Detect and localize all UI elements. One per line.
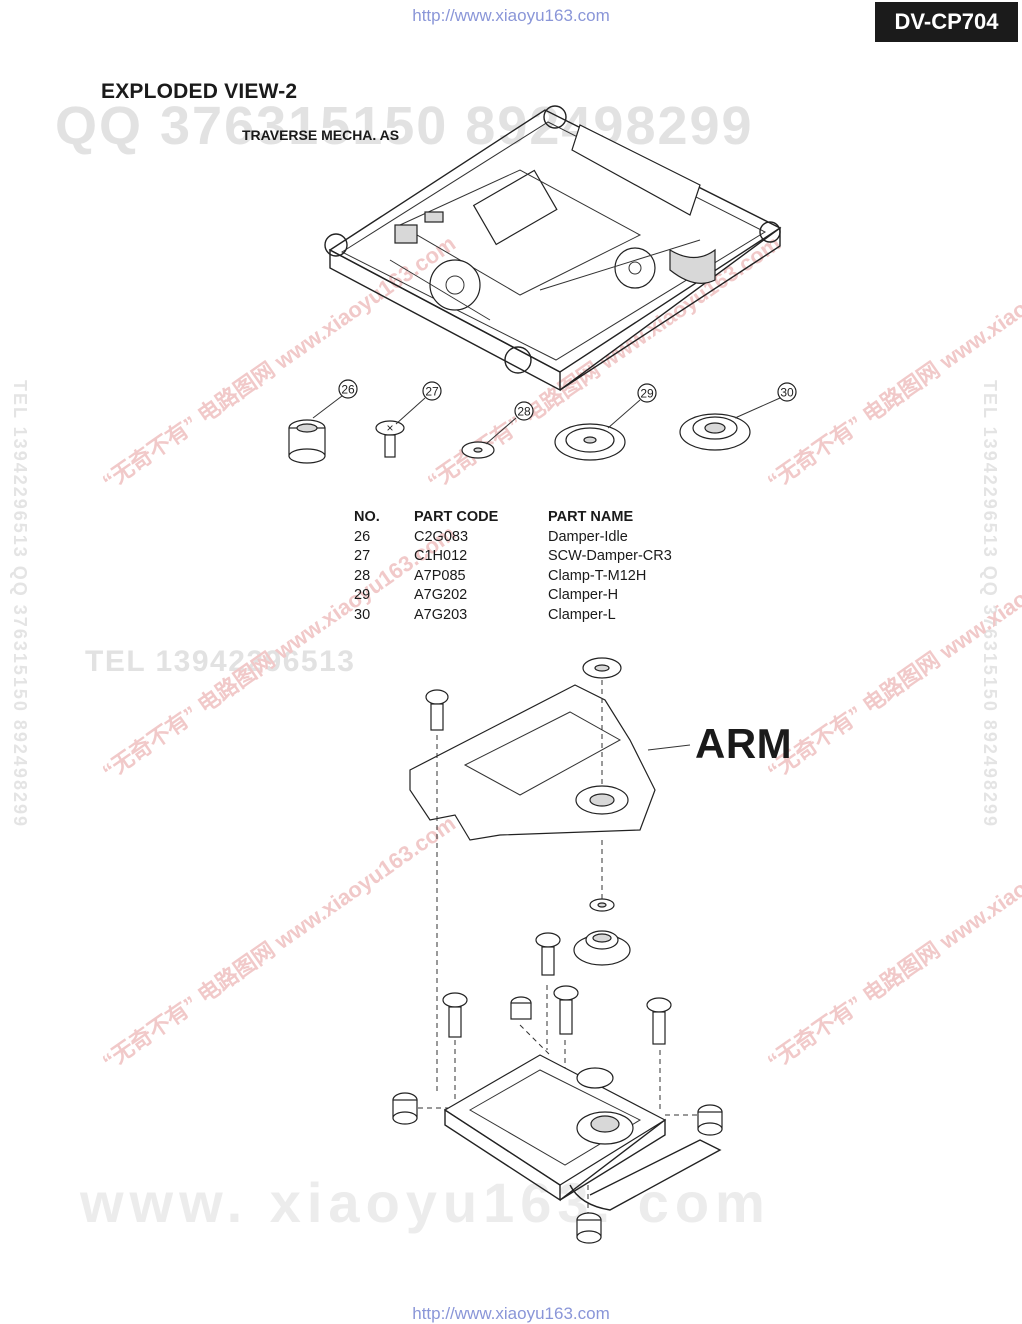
cell-part-code: C1H012 — [414, 548, 468, 565]
table-row: 26 C2G083 Damper-Idle — [354, 527, 718, 547]
pickup-screw — [535, 932, 561, 976]
pickup-screw — [553, 985, 579, 1035]
damper-screw-part: × 27 — [375, 381, 442, 458]
col-no: NO. — [354, 509, 380, 525]
cell-no: 26 — [354, 528, 371, 545]
table-row: 30 A7G203 Clamper-L — [354, 605, 718, 625]
damper-rubber-right — [697, 1104, 723, 1136]
arm-bushing — [573, 930, 631, 966]
arm-plate-illustration — [409, 657, 691, 841]
table-header-row: NO. PART CODE PART NAME — [354, 507, 718, 527]
footer-url[interactable]: http://www.xiaoyu163.com — [412, 1304, 610, 1323]
callout-30: 30 — [780, 386, 794, 400]
damper-idle-part: 26 — [288, 379, 358, 464]
arm-washer — [589, 898, 615, 912]
damper-rubber-left — [392, 1092, 418, 1125]
col-part-name: PART NAME — [548, 509, 634, 525]
clamp-t-part: 28 — [461, 401, 534, 459]
optical-pickup-illustration — [443, 1054, 722, 1211]
callout-28: 28 — [517, 405, 531, 419]
table-row: 28 A7P085 Clamp-T-M12H — [354, 566, 718, 586]
cell-part-code: A7G202 — [414, 587, 468, 604]
assembly-subtitle: TRAVERSE MECHA. AS — [242, 127, 400, 143]
model-badge: DV-CP704 — [875, 2, 1018, 42]
parts-table: NO. PART CODE PART NAME 26 C2G083 Damper… — [354, 507, 718, 625]
cell-part-code: A7G203 — [414, 606, 468, 623]
clamper-l-part: 30 — [679, 382, 797, 451]
callout-27: 27 — [425, 385, 439, 399]
traverse-mechanism-illustration — [324, 105, 782, 392]
header-url[interactable]: http://www.xiaoyu163.com — [412, 6, 610, 25]
arm-label: ARM — [695, 720, 793, 767]
page-title: EXPLODED VIEW-2 — [101, 80, 298, 103]
cell-no: 29 — [354, 587, 371, 604]
cell-no: 28 — [354, 567, 371, 584]
pickup-screw — [646, 997, 672, 1045]
svg-text:×: × — [386, 421, 393, 435]
cell-part-name: Damper-Idle — [548, 528, 628, 545]
col-part-code: PART CODE — [414, 509, 499, 525]
arm-screw-top — [425, 689, 449, 731]
callout-26: 26 — [341, 383, 355, 397]
cell-no: 27 — [354, 548, 371, 565]
cell-part-name: Clamp-T-M12H — [548, 567, 647, 584]
cell-part-code: C2G083 — [414, 528, 469, 545]
callout-29: 29 — [640, 387, 654, 401]
cell-no: 30 — [354, 606, 371, 623]
cell-part-code: A7P085 — [414, 567, 466, 584]
damper-rubber-bottom — [576, 1212, 602, 1244]
pickup-screw — [442, 992, 468, 1038]
table-row: 27 C1H012 SCW-Damper-CR3 — [354, 547, 718, 567]
damper-rubber — [510, 996, 532, 1020]
cell-part-name: Clamper-H — [548, 587, 619, 604]
table-row: 29 A7G202 Clamper-H — [354, 586, 718, 606]
cell-part-name: SCW-Damper-CR3 — [548, 548, 672, 565]
clamper-h-part: 29 — [554, 383, 657, 461]
cell-part-name: Clamper-L — [548, 606, 616, 623]
